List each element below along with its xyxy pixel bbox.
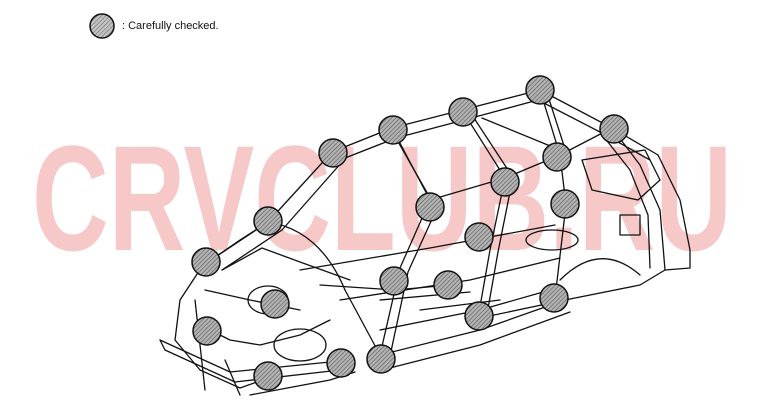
check-point [490, 167, 520, 197]
check-point [326, 348, 356, 378]
check-point [525, 75, 555, 105]
legend-label: : Carefully checked. [122, 20, 219, 32]
check-point [542, 142, 572, 172]
check-points [191, 75, 629, 391]
check-point [379, 266, 409, 296]
check-point [415, 192, 445, 222]
check-point [378, 115, 408, 145]
check-point [253, 361, 283, 391]
hatched-circle-icon [89, 13, 115, 39]
check-point [192, 316, 222, 346]
check-point [260, 289, 290, 319]
check-point [191, 247, 221, 277]
check-point [253, 206, 283, 236]
check-point [448, 97, 478, 127]
body-frame-lines [159, 89, 691, 396]
legend: : Carefully checked. [88, 12, 219, 40]
check-point [539, 283, 569, 313]
check-point [550, 189, 580, 219]
check-point [599, 114, 629, 144]
check-point [366, 344, 396, 374]
check-point [433, 270, 463, 300]
check-point [318, 138, 348, 168]
check-point [464, 301, 494, 331]
check-point [464, 222, 494, 252]
